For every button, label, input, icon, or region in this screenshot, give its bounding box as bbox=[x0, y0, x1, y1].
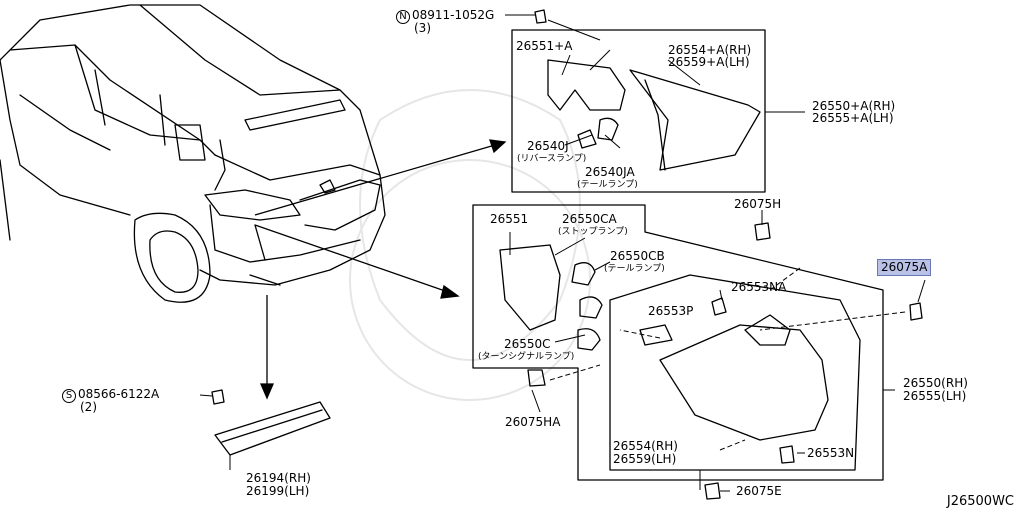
part-26551A: 26551+A bbox=[516, 39, 573, 53]
part-26540JA: 26540JA bbox=[585, 165, 635, 179]
part-26540J: 26540J bbox=[527, 139, 569, 153]
part-26550C: 26550C bbox=[504, 337, 551, 351]
part-26555: 26555(LH) bbox=[903, 389, 967, 403]
part-26550A: 26550+A(RH) bbox=[812, 99, 896, 113]
qty-08566: (2) bbox=[80, 400, 97, 414]
part-26554: 26554(RH) bbox=[613, 439, 678, 453]
part-26550CA-desc: (ストップランプ) bbox=[558, 227, 628, 237]
part-26559: 26559(LH) bbox=[613, 452, 677, 466]
reflector-lamp bbox=[214, 401, 331, 456]
part-26550CB: 26550CB bbox=[610, 249, 665, 263]
diagram-code: J26500WC bbox=[946, 494, 1014, 509]
part-26555A: 26555+A(LH) bbox=[812, 111, 894, 125]
part-08566: 08566-6122A bbox=[78, 387, 160, 401]
qty-08911: (3) bbox=[414, 21, 431, 35]
vehicle-body bbox=[0, 4, 386, 303]
part-26550: 26550(RH) bbox=[903, 376, 968, 390]
s-symbol: S bbox=[62, 389, 76, 403]
upper-lamp-lens bbox=[629, 69, 761, 171]
part-26540J-desc: (リバースランプ) bbox=[517, 154, 587, 164]
part-26551: 26551 bbox=[490, 212, 529, 226]
n-symbol: N bbox=[396, 10, 410, 24]
part-26199: 26199(LH) bbox=[246, 484, 310, 498]
part-26075H: 26075H bbox=[734, 197, 782, 211]
part-26194: 26194(RH) bbox=[246, 471, 311, 485]
part-26553NA: 26553NA bbox=[731, 280, 787, 294]
part-26550CB-desc: (テールランプ) bbox=[604, 264, 665, 274]
lower-lamp-lens bbox=[659, 324, 829, 441]
part-26075HA: 26075HA bbox=[505, 415, 561, 429]
part-26075E: 26075E bbox=[736, 484, 782, 498]
upper-detail-frame bbox=[511, 29, 766, 193]
part-26554A: 26554+A(RH) bbox=[668, 43, 752, 57]
part-26550C-desc: (ターンシグナルランプ) bbox=[478, 352, 575, 362]
part-26540JA-desc: (テールランプ) bbox=[577, 180, 638, 190]
lower-socket-harness bbox=[499, 244, 561, 331]
leader-lines bbox=[199, 14, 926, 492]
pointer-arrows bbox=[254, 139, 507, 400]
part-26550CA: 26550CA bbox=[562, 212, 617, 226]
part-08911: 08911-1052G bbox=[412, 8, 495, 22]
lower-detail-frame bbox=[472, 204, 884, 481]
upper-socket-harness bbox=[547, 59, 626, 111]
part-26553P: 26553P bbox=[648, 304, 694, 318]
part-26553N: 26553N bbox=[807, 446, 855, 460]
part-26075A-highlighted[interactable]: 26075A bbox=[876, 259, 932, 276]
part-26559A: 26559+A(LH) bbox=[668, 55, 750, 69]
